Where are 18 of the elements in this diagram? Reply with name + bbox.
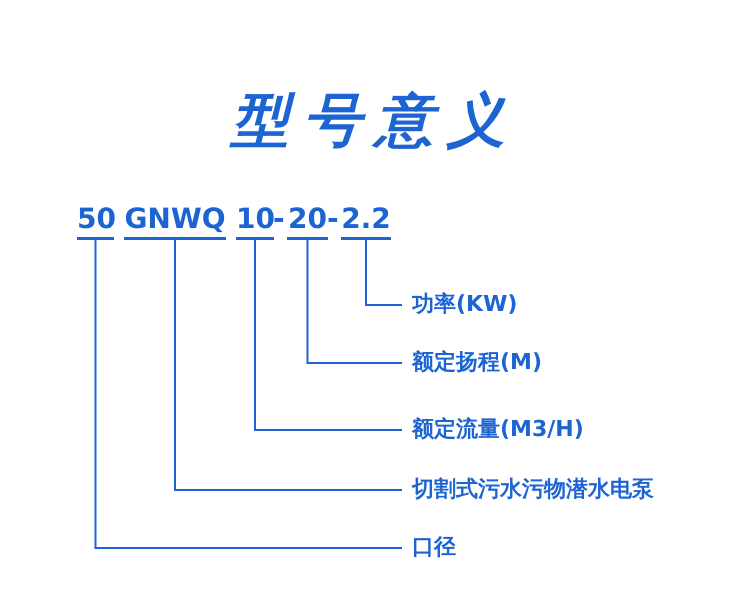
leader-line (365, 240, 402, 306)
leader-line (174, 240, 402, 491)
description-label: 口径 (412, 533, 456, 563)
model-code-segment: 50 (77, 200, 114, 240)
model-code-segment: 20 (287, 200, 328, 240)
description-label: 切割式污水污物潜水电泵 (412, 475, 654, 505)
description-label: 额定流量(M3/H) (412, 415, 584, 445)
leader-line (254, 240, 402, 431)
leader-line (306, 240, 402, 364)
title: 型号意义 (231, 85, 519, 156)
description-label: 功率(KW) (412, 290, 518, 320)
hyphen-separator: - (273, 201, 285, 237)
description-label: 额定扬程(M) (412, 348, 542, 378)
leader-line (94, 240, 402, 549)
model-code-segment: GNWQ (124, 200, 226, 240)
hyphen-separator: - (327, 201, 339, 237)
model-code-segment: 10 (236, 200, 274, 240)
model-code-segment: 2.2 (341, 200, 391, 240)
